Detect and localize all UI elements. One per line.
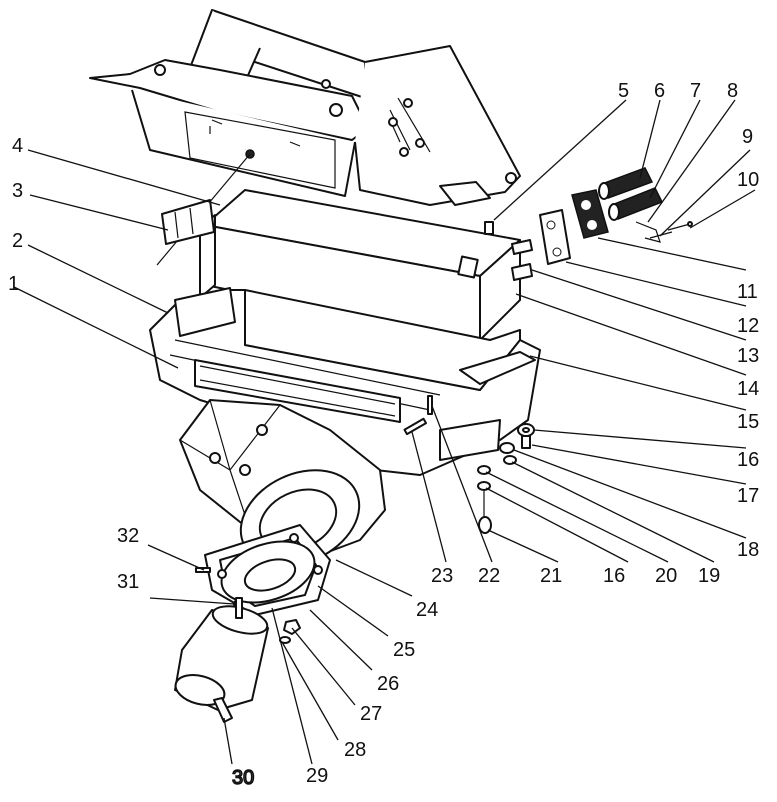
label-8: 8 — [727, 80, 738, 102]
electric-motor — [174, 597, 269, 723]
label-30: 30 — [232, 767, 254, 789]
heater-housing — [149, 287, 541, 476]
label-18: 18 — [737, 539, 759, 561]
label-9: 9 — [742, 126, 753, 148]
label-4: 4 — [12, 135, 23, 157]
label-19: 19 — [698, 565, 720, 587]
label-16-bottom: 16 — [603, 565, 625, 587]
label-32: 32 — [117, 525, 139, 547]
label-20: 20 — [655, 565, 677, 587]
seal-strip — [161, 199, 215, 245]
label-21: 21 — [540, 565, 562, 587]
label-24: 24 — [416, 599, 438, 621]
label-23: 23 — [431, 565, 453, 587]
impeller-flange — [204, 524, 331, 616]
label-27: 27 — [360, 703, 382, 725]
label-6: 6 — [654, 80, 665, 102]
leader-lines — [13, 99, 756, 765]
label-2: 2 — [12, 230, 23, 252]
label-25: 25 — [393, 639, 415, 661]
label-14: 14 — [737, 378, 759, 400]
callout-labels: 1 2 3 4 5 6 7 8 9 10 11 12 13 14 15 16 1… — [8, 80, 759, 790]
label-12: 12 — [737, 315, 759, 337]
label-10: 10 — [737, 169, 759, 191]
label-3: 3 — [12, 180, 23, 202]
mounting-bracket — [89, 9, 521, 266]
label-17: 17 — [737, 485, 759, 507]
label-5: 5 — [618, 80, 629, 102]
label-1: 1 — [8, 273, 19, 295]
label-16-right: 16 — [737, 449, 759, 471]
label-29: 29 — [306, 765, 328, 787]
label-13: 13 — [737, 345, 759, 367]
label-15: 15 — [737, 411, 759, 433]
label-26: 26 — [377, 673, 399, 695]
label-28: 28 — [344, 739, 366, 761]
label-7: 7 — [690, 80, 701, 102]
label-31: 31 — [117, 571, 139, 593]
label-22: 22 — [478, 565, 500, 587]
small-hardware — [195, 167, 693, 644]
label-11: 11 — [737, 281, 758, 303]
radiator-core — [199, 189, 533, 341]
